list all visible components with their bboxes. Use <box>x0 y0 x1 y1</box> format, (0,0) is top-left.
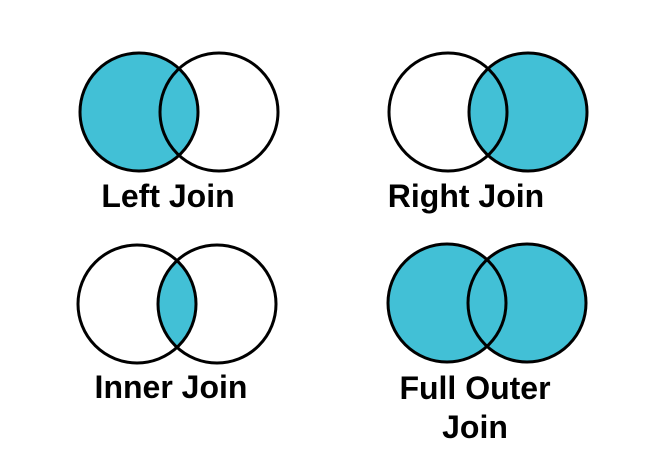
venn-inner-join <box>65 236 289 372</box>
venn-full-outer-join <box>375 235 599 371</box>
left-join-label: Left Join <box>101 178 235 214</box>
venn-left-join <box>67 44 291 180</box>
inner-join-label: Inner Join <box>94 369 248 405</box>
venn-right-join <box>376 44 600 180</box>
right-join-label: Right Join <box>387 178 545 214</box>
full-outer-join-label: Full Outer Join <box>399 370 551 445</box>
